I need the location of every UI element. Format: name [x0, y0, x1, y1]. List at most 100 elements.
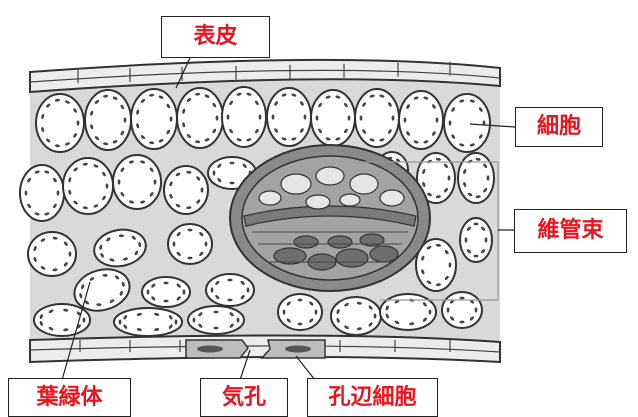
chloroplast — [140, 98, 146, 103]
chloroplast — [187, 256, 193, 260]
mesophyll-cell — [167, 223, 213, 265]
mesophyll-cell — [205, 273, 255, 307]
mesophyll-cells — [19, 86, 495, 337]
chloroplast — [131, 235, 136, 240]
chloroplast — [33, 257, 37, 262]
chloroplast — [459, 99, 465, 103]
chloroplast — [146, 289, 150, 295]
label-chloroplast-text: 葉緑体 — [36, 384, 103, 410]
chloroplast — [391, 115, 395, 121]
vascular-bundle — [229, 144, 431, 292]
chloroplast — [344, 302, 349, 307]
chloroplast — [93, 204, 99, 208]
chloroplast — [483, 163, 488, 168]
chloroplast — [106, 237, 111, 242]
chloroplast — [318, 102, 323, 108]
chloroplast — [79, 293, 83, 299]
mesophyll-cell — [35, 93, 85, 153]
chloroplast — [151, 283, 156, 288]
chloroplast — [81, 284, 85, 290]
chloroplast — [229, 161, 235, 165]
chloroplast — [103, 94, 109, 98]
chloroplast — [474, 307, 478, 313]
chloroplast — [481, 226, 486, 231]
chloroplast — [229, 323, 234, 328]
chloroplast — [199, 232, 204, 237]
chloroplast — [114, 275, 120, 280]
mesophyll-cell — [221, 86, 267, 148]
chloroplast — [325, 95, 331, 99]
chloroplast — [40, 238, 46, 242]
chloroplast — [27, 177, 32, 183]
chloroplast — [484, 237, 488, 243]
chloroplast — [229, 181, 235, 185]
chloroplast — [213, 326, 219, 330]
chloroplast — [82, 206, 88, 210]
chloroplast — [422, 182, 426, 187]
chloroplast — [213, 310, 219, 314]
chloroplast — [469, 143, 475, 147]
chloroplast — [475, 157, 481, 161]
chloroplast — [459, 320, 465, 324]
chloroplast — [96, 303, 102, 307]
chloroplast — [154, 312, 160, 316]
chloroplast — [466, 249, 471, 254]
chloroplast — [76, 311, 81, 316]
chloroplast — [483, 188, 488, 193]
chloroplast — [84, 300, 90, 305]
chloroplast — [254, 100, 259, 106]
chloroplast — [112, 140, 118, 144]
chloroplast — [138, 241, 142, 248]
chloroplast — [33, 246, 37, 251]
chloroplast — [227, 298, 233, 302]
chloroplast — [120, 192, 125, 197]
mesophyll-cell — [130, 88, 178, 150]
chloroplast — [44, 170, 50, 174]
chloroplast — [199, 251, 204, 256]
chloroplast — [27, 203, 32, 209]
chloroplast — [217, 163, 222, 168]
chloroplast — [163, 299, 169, 303]
chloroplast — [459, 143, 465, 147]
chloroplast — [274, 128, 279, 133]
chloroplast — [314, 309, 318, 315]
chloroplast — [356, 327, 362, 331]
chloroplast — [73, 133, 77, 138]
leader-epidermis — [175, 57, 191, 89]
label-guard-cell: 孔辺細胞 — [307, 378, 438, 417]
chloroplast — [166, 103, 171, 109]
mesophyll-cell — [33, 303, 91, 337]
chloroplast — [73, 200, 78, 205]
chloroplast — [435, 117, 439, 123]
chloroplast — [168, 315, 173, 320]
chloroplast — [444, 249, 449, 255]
chloroplast — [195, 140, 201, 144]
label-cell: 細胞 — [515, 107, 603, 147]
chloroplast — [140, 200, 146, 204]
chloroplast — [134, 250, 139, 256]
chloroplast — [444, 275, 449, 281]
chloroplast — [286, 318, 291, 323]
chloroplast — [347, 115, 351, 121]
leader-guard-cell — [295, 355, 316, 381]
chloroplast — [282, 309, 286, 315]
chloroplast — [387, 129, 392, 134]
chloroplast — [176, 232, 181, 237]
chloroplast — [82, 317, 86, 323]
chloroplast — [117, 179, 121, 185]
chloroplast — [186, 134, 192, 139]
mesophyll-cell — [113, 307, 183, 337]
chloroplast — [229, 128, 234, 134]
chloroplast — [128, 200, 134, 204]
chloroplast — [198, 323, 203, 328]
mesophyll-cell — [330, 296, 382, 336]
chloroplast — [169, 181, 173, 187]
chloroplast — [426, 280, 432, 285]
chloroplast — [435, 157, 441, 161]
chloroplast — [163, 281, 169, 285]
chloroplast — [466, 226, 471, 231]
chloroplast — [478, 134, 483, 139]
chloroplast — [82, 162, 88, 166]
chloroplast — [105, 183, 109, 189]
chloroplast — [297, 322, 303, 326]
